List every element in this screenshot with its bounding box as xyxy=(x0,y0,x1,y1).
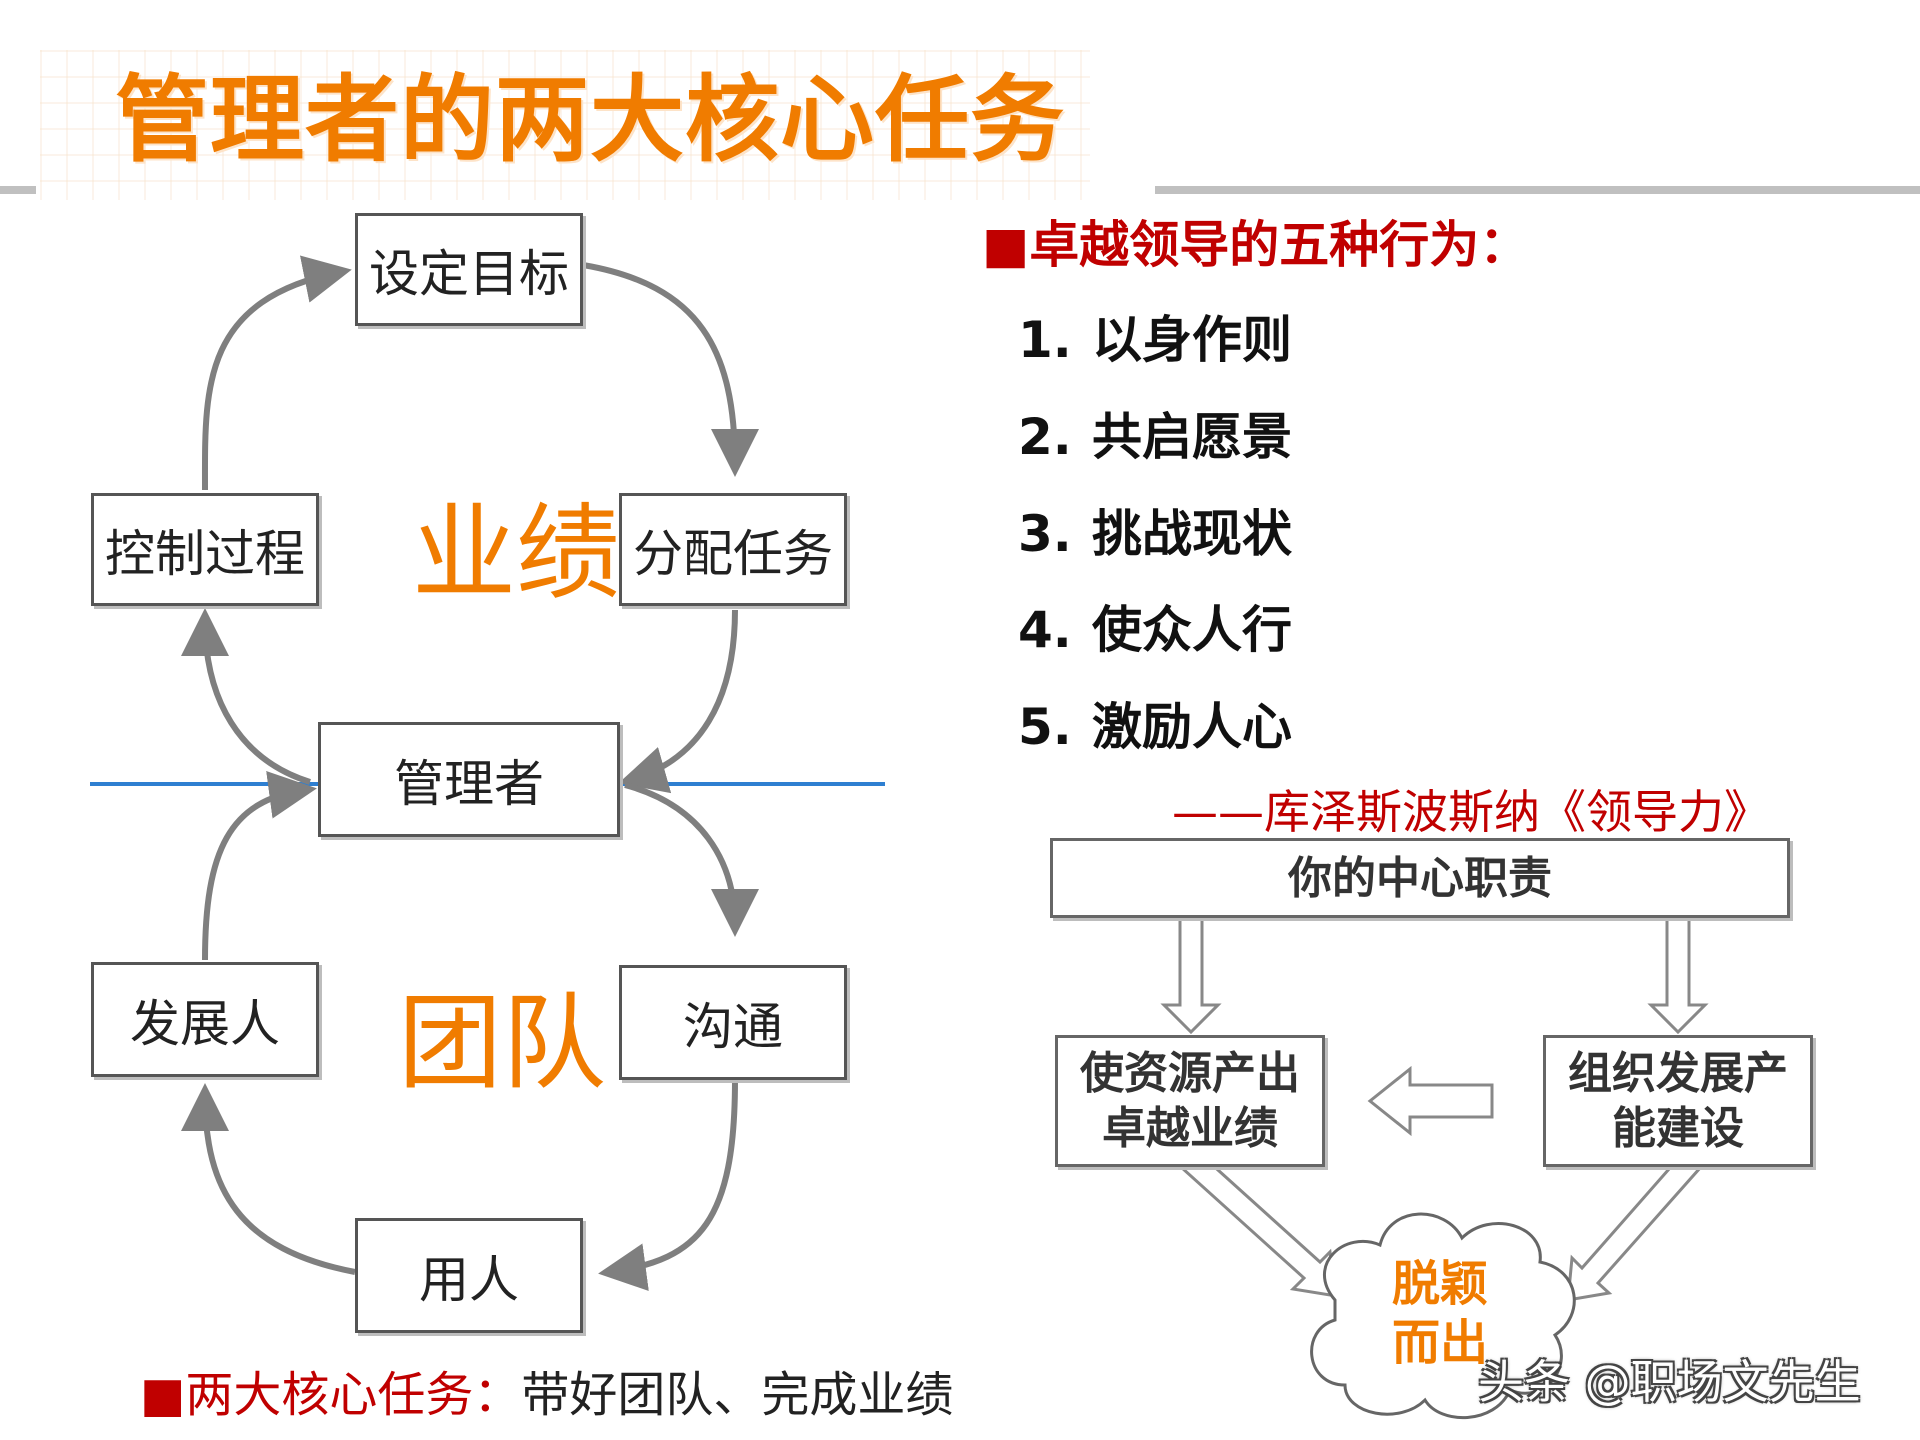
capacity-building-box: 组织发展产 能建设 xyxy=(1543,1035,1813,1167)
list-item-text: 挑战现状 xyxy=(1092,505,1292,563)
list-item: 4. 使众人行 xyxy=(1018,590,1292,662)
list-item-number: 1. xyxy=(1018,311,1072,369)
arrow-control-to-goal xyxy=(201,255,352,491)
leadership-heading: ■卓越领导的五种行为： xyxy=(982,205,1529,277)
page-title: 管理者的两大核心任务 xyxy=(115,66,1066,175)
list-item-number: 3. xyxy=(1018,505,1072,563)
employ-people-label: 用人 xyxy=(419,1250,519,1309)
central-duty-box: 你的中心职责 xyxy=(1050,838,1790,918)
list-item: 3. 挑战现状 xyxy=(1018,494,1292,566)
list-item-text: 激励人心 xyxy=(1092,698,1292,756)
hollow-arrow-to-cloud-right xyxy=(1566,1149,1703,1302)
arrow-employ-to-develop xyxy=(181,1083,356,1275)
goal-setting-box: 设定目标 xyxy=(355,213,583,326)
capacity-building-label-line2: 能建设 xyxy=(1612,1103,1744,1154)
develop-people-label: 发展人 xyxy=(130,994,280,1053)
header-rule-right xyxy=(1155,186,1920,194)
list-item-number: 2. xyxy=(1018,408,1072,466)
list-item-number: 4. xyxy=(1018,601,1072,659)
list-item: 5. 激励人心 xyxy=(1018,687,1292,759)
manager-box: 管理者 xyxy=(318,722,620,837)
list-item-number: 5. xyxy=(1018,698,1072,756)
caption-label: 两大核心任务： xyxy=(185,1367,522,1423)
cloud-label: 脱颖 而出 xyxy=(1375,1255,1505,1372)
list-item: 1. 以身作则 xyxy=(1018,300,1292,372)
hollow-arrow-down-left xyxy=(1160,916,1222,1035)
communication-box: 沟通 xyxy=(619,965,847,1080)
arrow-communicate-to-employ xyxy=(598,1079,738,1292)
title-background-pattern xyxy=(40,50,1090,200)
develop-people-box: 发展人 xyxy=(91,962,319,1077)
list-item-text: 使众人行 xyxy=(1092,601,1292,659)
team-word: 团队 xyxy=(398,982,607,1104)
standout-cloud xyxy=(1310,1212,1576,1420)
header-rule-left xyxy=(0,186,36,194)
caption-text: 带好团队、完成业绩 xyxy=(521,1367,954,1423)
list-item: 2. 共启愿景 xyxy=(1018,397,1292,469)
leadership-marker: ■ xyxy=(982,216,1030,274)
attribution: ——库泽斯波斯纳《领导力》 xyxy=(1172,785,1770,839)
cloud-label-line1: 脱颖 xyxy=(1391,1256,1488,1312)
process-control-box: 控制过程 xyxy=(91,493,319,606)
process-control-label: 控制过程 xyxy=(105,524,305,583)
central-duty-label: 你的中心职责 xyxy=(1288,852,1552,904)
excellent-performance-box: 使资源产出 卓越业绩 xyxy=(1055,1035,1325,1167)
arrow-goal-to-assign xyxy=(582,262,759,477)
leadership-heading-text: 卓越领导的五种行为： xyxy=(1029,216,1530,274)
arrow-assign-to-manager xyxy=(618,609,738,794)
caption-marker: ■ xyxy=(140,1367,186,1423)
core-tasks-caption: ■两大核心任务：带好团队、完成业绩 xyxy=(140,1355,953,1425)
excellent-performance-label-line1: 使资源产出 xyxy=(1080,1048,1300,1099)
performance-word: 业绩 xyxy=(412,492,621,614)
manager-label: 管理者 xyxy=(394,754,544,813)
communication-label: 沟通 xyxy=(683,997,783,1056)
capacity-building-label-line1: 组织发展产 xyxy=(1568,1048,1788,1099)
arrow-manager-to-communicate xyxy=(624,782,759,937)
cloud-label-line2: 而出 xyxy=(1391,1314,1488,1371)
hollow-arrow-to-cloud-left xyxy=(1179,1149,1338,1298)
goal-setting-label: 设定目标 xyxy=(369,244,569,303)
task-assignment-box: 分配任务 xyxy=(619,493,847,606)
task-assignment-label: 分配任务 xyxy=(633,524,833,583)
hollow-arrow-left xyxy=(1367,1065,1494,1137)
watermark: 头条 @职场文先生 xyxy=(1478,1355,1861,1409)
employ-people-box: 用人 xyxy=(355,1218,583,1333)
excellent-performance-label-line2: 卓越业绩 xyxy=(1102,1103,1278,1154)
hollow-arrow-down-right xyxy=(1647,916,1709,1035)
arrow-manager-to-control xyxy=(181,608,311,785)
list-item-text: 共启愿景 xyxy=(1092,408,1292,466)
arrow-develop-to-manager xyxy=(202,770,317,961)
list-item-text: 以身作则 xyxy=(1092,311,1292,369)
